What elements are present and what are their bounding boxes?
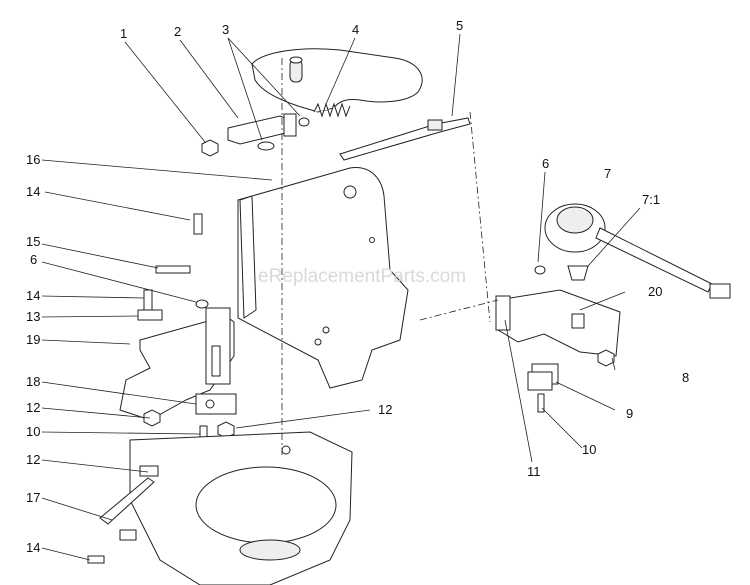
linkage-block — [119, 529, 137, 541]
callout-10-left: 10 — [26, 424, 40, 439]
nut-8 — [597, 349, 615, 367]
callout-14-mid: 14 — [26, 288, 40, 303]
frame-hole-small-3 — [314, 338, 322, 346]
callout-10-right: 10 — [582, 442, 596, 457]
callout-4: 4 — [352, 22, 359, 37]
plate-spacer-top — [289, 56, 303, 64]
grommet-7-1 — [567, 265, 589, 281]
callout-14-top: 14 — [26, 184, 40, 199]
callout-14-bottom: 14 — [26, 540, 40, 555]
washer-3 — [257, 141, 275, 151]
callout-7-1: 7:1 — [642, 192, 660, 207]
callout-15: 15 — [26, 234, 40, 249]
frame-hole-small — [369, 237, 375, 243]
bracket-slot — [211, 345, 221, 377]
callout-6-top: 6 — [542, 156, 549, 171]
spring — [313, 102, 351, 118]
pulley-hub — [239, 539, 301, 561]
callout-17: 17 — [26, 490, 40, 505]
bolt-14c — [87, 555, 105, 564]
knob-cable — [595, 227, 713, 293]
bracket-tab — [283, 113, 297, 137]
switch-block — [195, 393, 237, 415]
drive-pulley — [195, 466, 337, 544]
switch-pin — [205, 399, 215, 409]
knob-face — [556, 206, 594, 234]
switch-9 — [527, 371, 553, 391]
watermark: eReplacementParts.com — [258, 266, 466, 287]
plate-flange — [495, 295, 511, 331]
callout-11: 11 — [527, 464, 541, 479]
washer-3b — [298, 117, 310, 127]
bolt-15 — [155, 265, 191, 274]
switch-mount-plate — [497, 289, 621, 357]
callout-7: 7 — [604, 166, 611, 181]
callout-12-right: 12 — [378, 402, 392, 417]
callout-12-left: 12 — [26, 400, 40, 415]
nut-1 — [201, 139, 219, 157]
callout-2: 2 — [174, 24, 181, 39]
callout-9: 9 — [626, 406, 633, 421]
callout-6-left: 6 — [30, 252, 37, 267]
bolt-14a — [193, 213, 203, 235]
housing-hole — [281, 445, 291, 455]
centerline-shaft — [469, 111, 491, 323]
callout-20: 20 — [648, 284, 662, 299]
frame-front — [239, 195, 257, 319]
nut-12 — [143, 409, 161, 427]
mounting-plate — [251, 48, 423, 113]
leader-lines — [41, 33, 641, 561]
nut-12b — [217, 421, 235, 439]
control-shaft — [339, 117, 471, 161]
callout-8: 8 — [682, 370, 689, 385]
callout-1: 1 — [120, 26, 127, 41]
washer-6b — [195, 299, 209, 309]
frame-hole — [343, 185, 357, 199]
bolt-14b — [143, 289, 153, 311]
callout-12-bottom: 12 — [26, 452, 40, 467]
washer-6a — [534, 265, 546, 275]
frame-panel — [237, 167, 409, 389]
cable-connector — [709, 283, 731, 299]
centerline-right — [419, 299, 499, 321]
shaft-collar — [427, 119, 443, 131]
callout-13: 13 — [26, 309, 40, 324]
linkage-rod — [99, 477, 155, 525]
callout-5: 5 — [456, 18, 463, 33]
callout-18: 18 — [26, 374, 40, 389]
callout-19: 19 — [26, 332, 40, 347]
callout-16: 16 — [26, 152, 40, 167]
frame-hole-small-2 — [322, 326, 330, 334]
spacer-20 — [571, 313, 585, 329]
clip-13 — [137, 309, 163, 321]
screw-10b — [537, 393, 545, 413]
callout-3: 3 — [222, 22, 229, 37]
